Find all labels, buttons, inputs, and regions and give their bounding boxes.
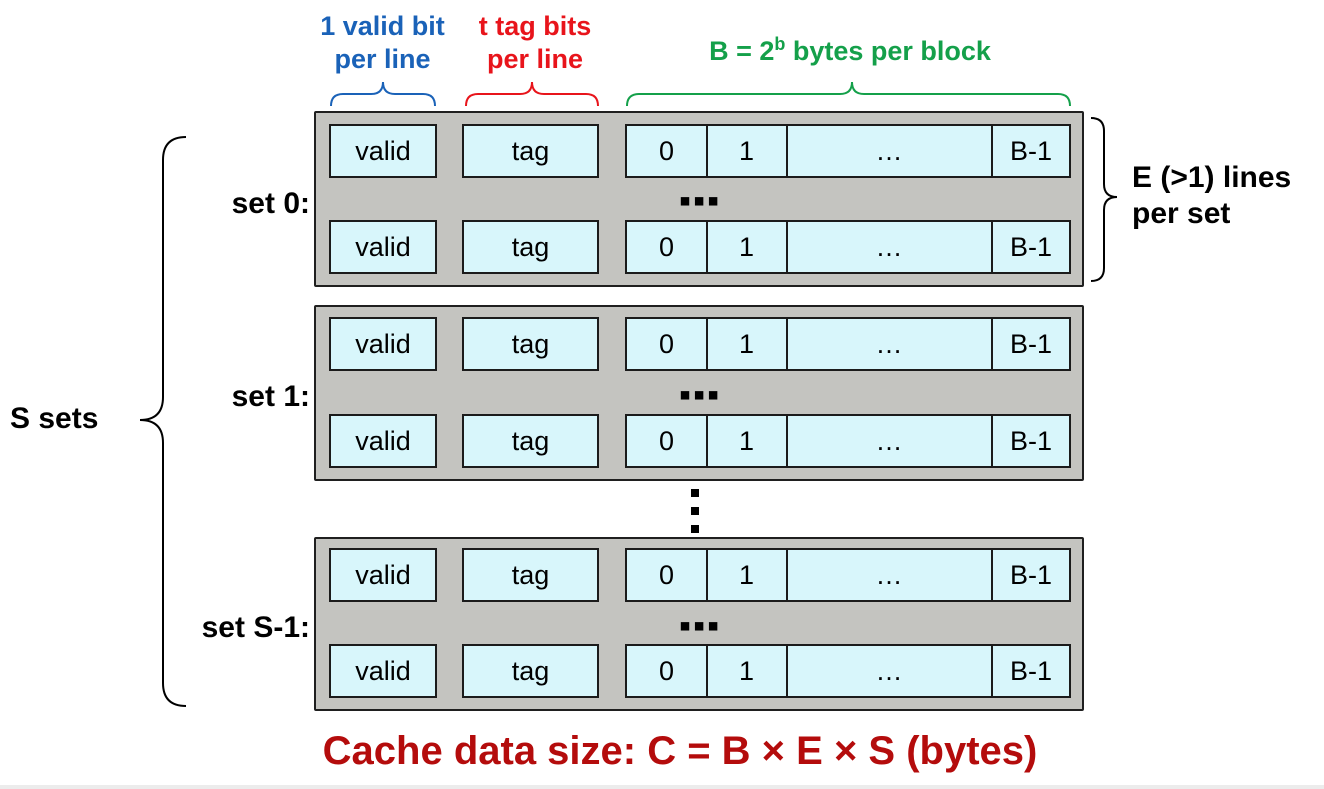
valid-header-line2: per line — [334, 44, 431, 74]
set-label: set 0: — [231, 187, 310, 220]
byte-cell: 0 — [658, 559, 675, 590]
byte-cell: 1 — [738, 425, 755, 456]
data-block: 0 1 … B-1 — [625, 414, 1071, 468]
byte-ellipsis: … — [875, 559, 903, 590]
data-block: 0 1 … B-1 — [625, 644, 1071, 698]
byte-ellipsis: … — [875, 655, 903, 686]
line-ellipsis: ▪▪▪ — [678, 376, 722, 414]
byte-cell: 1 — [738, 135, 755, 166]
line-ellipsis: ▪▪▪ — [678, 607, 722, 645]
byte-cell: 1 — [738, 231, 755, 262]
valid-cell: valid — [329, 548, 437, 602]
valid-cell: valid — [329, 317, 437, 371]
cache-size-formula: Cache data size: C = B × E × S (bytes) — [322, 729, 1038, 773]
valid-header-line1: 1 valid bit — [320, 11, 445, 41]
set-label: set 1: — [231, 380, 310, 413]
sets-brace — [139, 136, 187, 707]
byte-cell: 1 — [738, 655, 755, 686]
byte-ellipsis: … — [875, 231, 903, 262]
set-label: set S-1: — [201, 611, 310, 644]
valid-bit-header: 1 valid bit per line — [300, 10, 465, 76]
tag-brace — [465, 81, 599, 107]
last-byte-cell: B-1 — [1009, 655, 1053, 686]
data-block: 0 1 … B-1 — [625, 124, 1071, 178]
valid-cell: valid — [329, 414, 437, 468]
lines-label-line1: E (>1) lines — [1132, 161, 1292, 194]
valid-cell: valid — [329, 124, 437, 178]
data-block: 0 1 … B-1 — [625, 220, 1071, 274]
byte-cell: 0 — [658, 655, 675, 686]
last-byte-cell: B-1 — [1009, 425, 1053, 456]
lines-label-line2: per set — [1132, 197, 1231, 230]
last-byte-cell: B-1 — [1009, 135, 1053, 166]
last-byte-cell: B-1 — [1009, 328, 1053, 359]
tag-cell: tag — [462, 644, 599, 698]
tag-cell: tag — [462, 220, 599, 274]
tag-cell: tag — [462, 548, 599, 602]
byte-ellipsis: … — [875, 328, 903, 359]
byte-ellipsis: … — [875, 135, 903, 166]
block-size-header: B = 2b bytes per block — [640, 28, 1060, 68]
tag-cell: tag — [462, 317, 599, 371]
data-block: 0 1 … B-1 — [625, 548, 1071, 602]
valid-cell: valid — [329, 644, 437, 698]
block-brace — [626, 81, 1071, 107]
byte-cell: 0 — [658, 425, 675, 456]
data-block: 0 1 … B-1 — [625, 317, 1071, 371]
byte-cell: 1 — [738, 559, 755, 590]
lines-per-set-brace — [1090, 117, 1118, 282]
block-header-prefix: B = 2 — [709, 36, 775, 66]
tag-header-line1: t tag bits — [478, 11, 592, 41]
block-header-exponent: b — [774, 34, 786, 54]
block-header-suffix: bytes per block — [785, 36, 991, 66]
byte-cell: 1 — [738, 328, 755, 359]
line-ellipsis: ▪▪▪ — [678, 182, 722, 220]
tag-bits-header: t tag bits per line — [455, 10, 615, 76]
tag-header-line2: per line — [486, 44, 584, 74]
vertical-ellipsis — [690, 487, 702, 535]
tag-cell: tag — [462, 414, 599, 468]
last-byte-cell: B-1 — [1009, 231, 1053, 262]
valid-brace — [330, 81, 436, 107]
byte-ellipsis: … — [875, 425, 903, 456]
sets-count-label: S sets — [10, 402, 99, 435]
tag-cell: tag — [462, 124, 599, 178]
byte-cell: 0 — [658, 328, 675, 359]
lines-per-set-label: E (>1) lines per set — [1132, 160, 1291, 232]
byte-cell: 0 — [658, 231, 675, 262]
last-byte-cell: B-1 — [1009, 559, 1053, 590]
bottom-divider — [0, 785, 1324, 789]
byte-cell: 0 — [658, 135, 675, 166]
valid-cell: valid — [329, 220, 437, 274]
